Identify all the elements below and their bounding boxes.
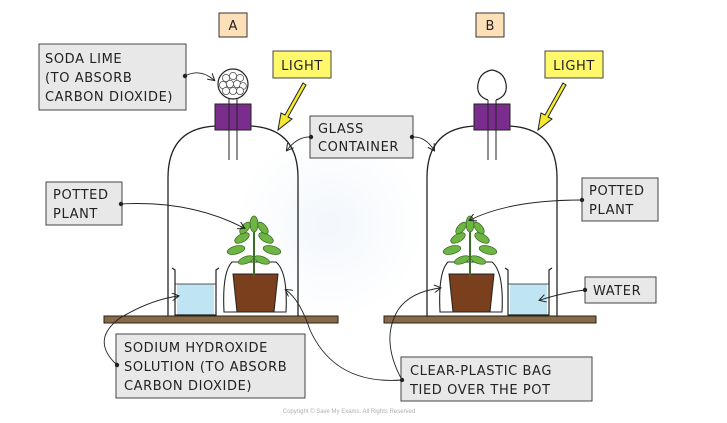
bell-jar-a <box>167 68 299 316</box>
svg-text:GLASS: GLASS <box>318 122 364 137</box>
svg-text:CARBON DIOXIDE): CARBON DIOXIDE) <box>124 379 252 394</box>
light-arrow-a <box>277 82 307 132</box>
svg-text:PLANT: PLANT <box>589 203 634 218</box>
setup-a-tag: A <box>218 12 248 38</box>
svg-text:LIGHT: LIGHT <box>553 59 595 74</box>
svg-text:CONTAINER: CONTAINER <box>318 140 399 155</box>
label-light-b: LIGHT <box>544 50 604 79</box>
svg-text:(TO ABSORB: (TO ABSORB <box>45 71 132 86</box>
svg-text:PLANT: PLANT <box>53 207 98 222</box>
label-plastic-bag: CLEAR-PLASTIC BAG TIED OVER THE POT <box>400 356 593 402</box>
svg-text:POTTED: POTTED <box>589 184 645 199</box>
svg-text:CLEAR-PLASTIC BAG: CLEAR-PLASTIC BAG <box>410 364 552 379</box>
label-soda-lime: SODA LIME (TO ABSORB CARBON DIOXIDE) <box>38 43 187 111</box>
stopper-b <box>473 103 511 131</box>
label-light-a: LIGHT <box>272 50 332 79</box>
svg-text:SOLUTION (TO ABSORB: SOLUTION (TO ABSORB <box>124 360 287 375</box>
label-potted-plant-a: POTTED PLANT <box>45 181 123 226</box>
copyright-notice: Copyright © Save My Exams. All Rights Re… <box>283 408 415 415</box>
bell-jar-b <box>426 69 558 316</box>
svg-text:SODIUM HYDROXIDE: SODIUM HYDROXIDE <box>124 341 268 356</box>
label-sodium-hydroxide: SODIUM HYDROXIDE SOLUTION (TO ABSORB CAR… <box>115 333 306 399</box>
light-arrow-b <box>537 82 567 132</box>
svg-text:SODA LIME: SODA LIME <box>45 52 122 67</box>
svg-text:WATER: WATER <box>593 284 641 299</box>
svg-text:A: A <box>229 19 238 34</box>
svg-text:B: B <box>486 19 495 34</box>
potted-plant-a <box>223 215 287 313</box>
empty-bulb <box>477 69 507 101</box>
beaker-a <box>171 267 220 316</box>
label-glass-container: GLASS CONTAINER <box>309 115 414 159</box>
label-potted-plant-b: POTTED PLANT <box>581 177 659 222</box>
setup-b-tag: B <box>475 12 505 38</box>
svg-text:CARBON DIOXIDE): CARBON DIOXIDE) <box>45 90 173 105</box>
leader-lines <box>103 72 588 383</box>
label-water: WATER <box>584 276 657 304</box>
svg-text:LIGHT: LIGHT <box>281 59 323 74</box>
shelf-a <box>103 315 339 324</box>
svg-text:TIED OVER THE POT: TIED OVER THE POT <box>409 383 551 398</box>
beaker-b <box>504 267 553 316</box>
shelf-b <box>383 315 597 324</box>
stopper-a <box>214 103 252 131</box>
potted-plant-b <box>439 215 503 313</box>
svg-text:POTTED: POTTED <box>53 188 109 203</box>
